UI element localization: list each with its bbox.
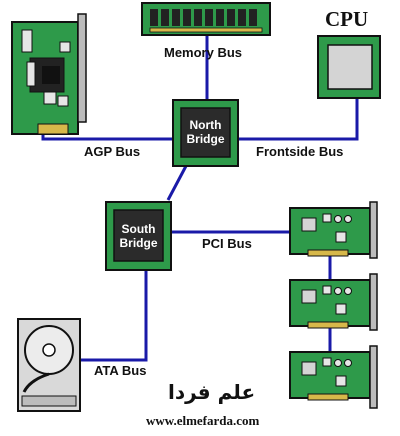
cpu-chip — [317, 35, 381, 99]
ata-bus-label: ATA Bus — [94, 363, 147, 378]
ata-bus-line — [80, 270, 148, 362]
nb-sb-link-line — [166, 165, 188, 201]
agp-bus-line — [41, 134, 173, 141]
south-bridge-label-line2: Bridge — [119, 236, 158, 250]
pci-card-1 — [289, 201, 378, 259]
south-bridge-chip — [105, 201, 172, 271]
cpu-title: CPU — [325, 7, 369, 31]
memory-module — [141, 2, 271, 36]
agp-graphics-card — [11, 13, 87, 135]
north-bridge-label: North Bridge — [181, 118, 230, 146]
south-bridge-label-line1: South — [121, 222, 156, 236]
memory-bus-label: Memory Bus — [164, 45, 243, 60]
pci-bus-label: PCI Bus — [202, 236, 252, 251]
north-bridge-chip — [172, 99, 239, 167]
frontside-bus-label: Frontside Bus — [256, 144, 344, 159]
north-bridge-label-line2: Bridge — [186, 132, 225, 146]
brand-arabic-name: علم فردا — [168, 380, 256, 404]
agp-bus-label: AGP Bus — [84, 144, 141, 159]
north-bridge-label-line1: North — [189, 118, 222, 132]
hard-disk-drive — [17, 318, 81, 412]
brand-website: www.elmefarda.com — [146, 413, 260, 428]
south-bridge-label: South Bridge — [114, 222, 163, 250]
pci-card-3 — [289, 345, 378, 409]
frontside-bus-line — [238, 98, 359, 141]
pci-card-2 — [289, 273, 378, 331]
